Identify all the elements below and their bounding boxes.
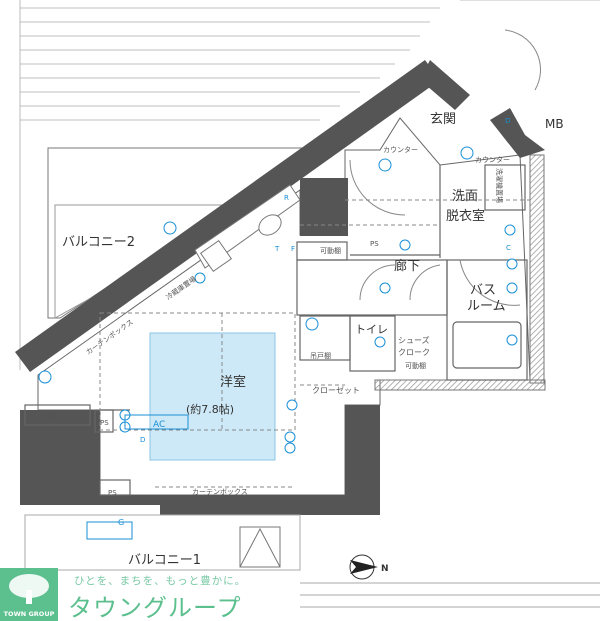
ps-label: PS (370, 240, 379, 248)
outlet-icon (194, 272, 206, 284)
balcony-1-label: バルコニー1 (128, 553, 201, 568)
outlet-icon (38, 370, 52, 384)
outlet-icon (163, 221, 177, 235)
bathroom-label-2: ルーム (467, 299, 506, 314)
logo-text: TOWN GROUP (3, 610, 55, 618)
fixture-f: F (291, 245, 295, 253)
light-icon (460, 146, 474, 160)
counter-label-2: カウンター (475, 155, 510, 164)
balcony-1 (24, 514, 301, 571)
toilet-label: トイレ (355, 323, 388, 336)
movable-shelf-label-3: 可動棚 (40, 411, 61, 420)
washer-space-label: 洗濯機置場 (495, 168, 504, 203)
door-swings (349, 29, 541, 306)
light-icon (506, 282, 518, 294)
bathroom-label: バス (470, 283, 496, 298)
compass: N (349, 554, 389, 580)
aircon-label: AC (153, 420, 165, 430)
movable-shelf-label: 可動棚 (320, 246, 341, 255)
compass-label: N (381, 564, 389, 574)
wall-block (20, 410, 300, 515)
town-group-logo: TOWN GROUP (0, 568, 58, 621)
tagline: ひとを、まちを、もっと豊かに。 (74, 575, 247, 587)
light-icon (374, 336, 386, 348)
movable-shelf-label-2: 可動棚 (405, 361, 426, 370)
light-icon (379, 282, 391, 294)
partitions (24, 164, 528, 496)
tree-icon (9, 574, 49, 604)
hallway-label: 廊下 (394, 258, 420, 274)
light-icon (506, 334, 518, 346)
washroom-label: 洗面 (452, 189, 478, 204)
kitchen-counter (194, 184, 301, 273)
light-icon (378, 158, 392, 172)
fixture-c: C (506, 244, 511, 252)
ps-label-2: PS (100, 419, 109, 427)
floor-highlight (149, 332, 276, 461)
closet-label: クローゼット (312, 385, 360, 395)
north-arrow-icon (350, 560, 378, 574)
hatch-box (239, 526, 281, 568)
fixture-t: T (274, 245, 280, 253)
fixture-d-2: D (505, 117, 510, 125)
western-room-label: 洋室 (220, 374, 246, 390)
western-room-size: (約7.8帖) (186, 402, 234, 416)
light-icon (399, 239, 411, 251)
brand-name: タウングループ (68, 594, 242, 621)
stove-icon (199, 239, 233, 273)
terrace-lines (19, 0, 600, 370)
entrance-label: 玄関 (430, 112, 456, 127)
fixture-d: D (140, 436, 145, 444)
gas-meter-label: G (118, 518, 124, 527)
diagonal-wall (15, 60, 440, 372)
aircon-unit (124, 414, 189, 430)
hanging-cabinet-label: 吊戸棚 (310, 351, 331, 360)
fixture-r: R (284, 194, 289, 202)
hatched-wall (529, 154, 545, 384)
gas-meter (86, 521, 133, 540)
curtain-box-label: カーテンボックス (192, 488, 248, 496)
fixtures (38, 146, 518, 454)
counter-label: カウンター (383, 145, 418, 154)
wall-block (300, 178, 348, 236)
ps-label-3: PS (108, 489, 117, 497)
mb-label: MB (545, 117, 564, 131)
washroom-label-2: 脱衣室 (446, 208, 485, 224)
light-icon (305, 317, 319, 331)
wall-block (345, 405, 380, 515)
shoe-closet-label-2: クローク (398, 348, 430, 357)
shoe-closet-label: シューズ (398, 335, 430, 345)
sink-icon (258, 214, 282, 236)
balcony-2-label: バルコニー2 (62, 235, 135, 250)
